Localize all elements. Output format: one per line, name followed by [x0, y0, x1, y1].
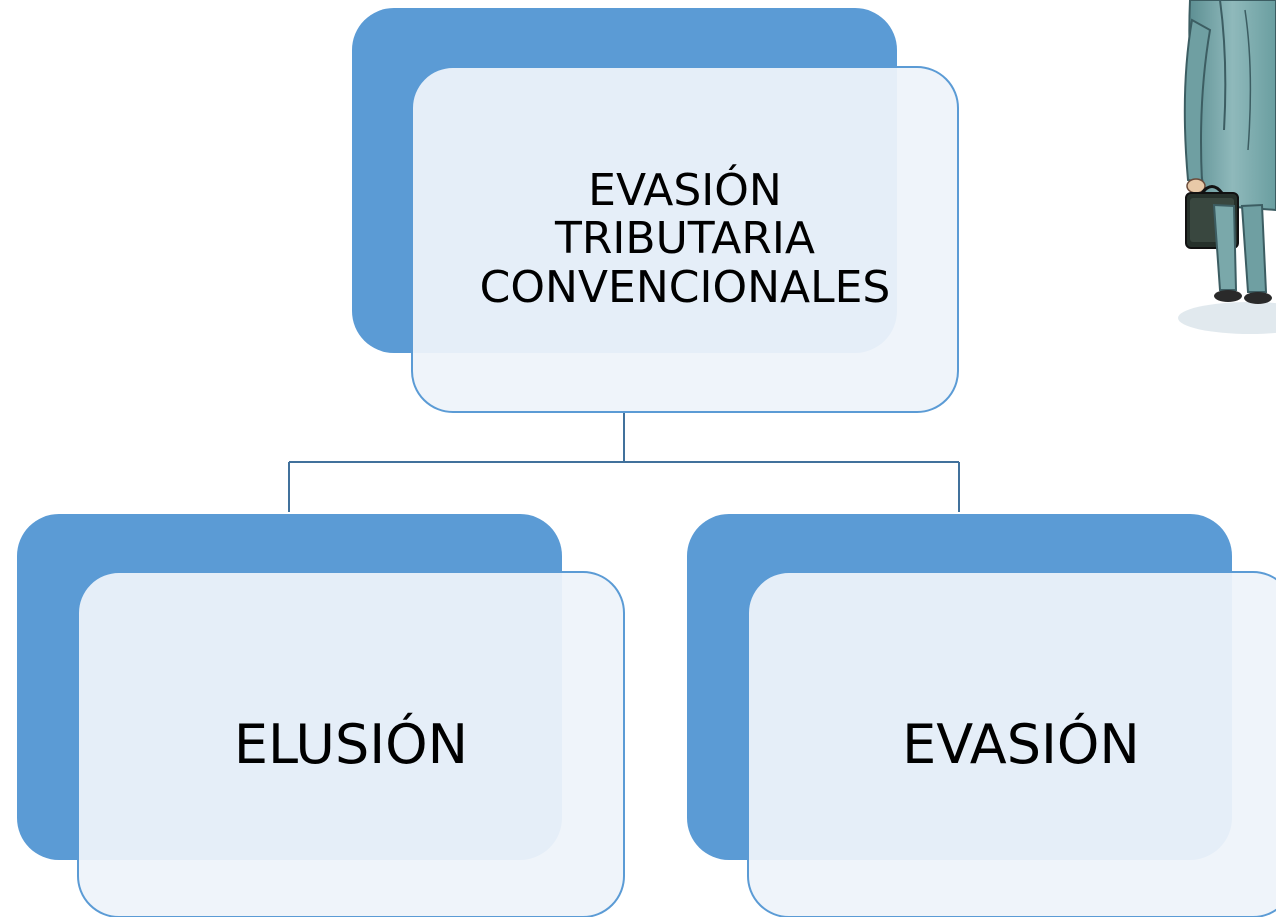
right-child-label: EVASIÓN: [902, 712, 1140, 776]
left-child-label: ELUSIÓN: [233, 712, 469, 776]
businessman-with-briefcase-icon: [1178, 0, 1276, 334]
right-child-node: EVASIÓN: [747, 571, 1276, 917]
root-node: EVASIÓN TRIBUTARIA CONVENCIONALES: [411, 66, 959, 413]
root-node-label: EVASIÓN TRIBUTARIA CONVENCIONALES: [479, 164, 891, 313]
left-child-node: ELUSIÓN: [77, 571, 625, 917]
